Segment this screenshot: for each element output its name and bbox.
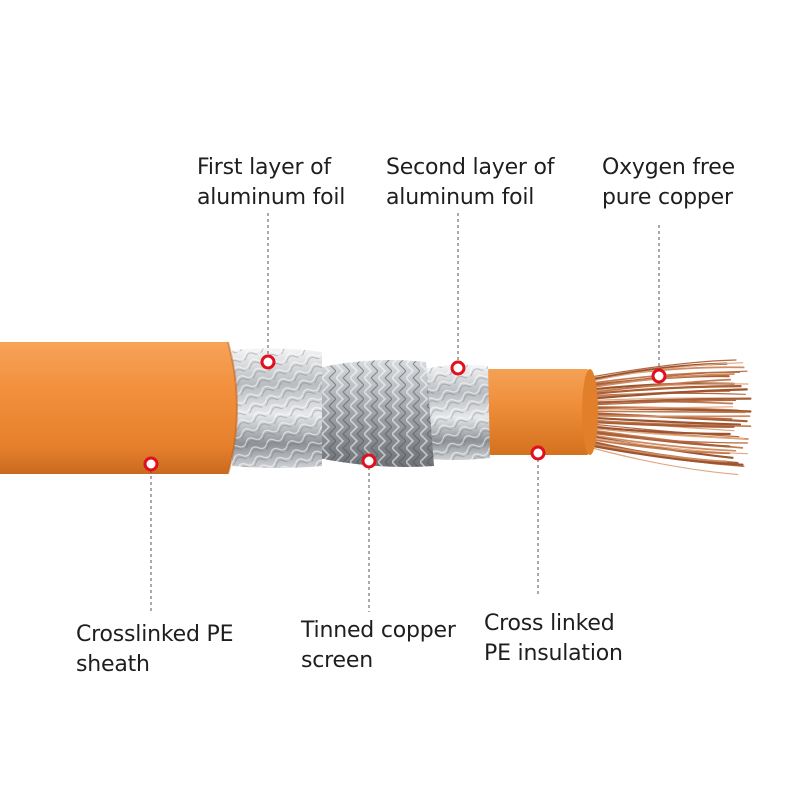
marker-sheath — [143, 456, 159, 472]
copper-strand — [583, 397, 752, 405]
pe-insulation — [486, 369, 590, 455]
marker-insulation — [530, 445, 546, 461]
copper-strand — [584, 406, 733, 411]
copper-strand — [583, 425, 731, 436]
copper-strand — [583, 420, 735, 428]
copper-conductor — [583, 359, 752, 476]
label-line: Second layer of — [386, 155, 555, 180]
label-line: aluminum foil — [386, 185, 535, 210]
copper-strand — [584, 362, 744, 384]
label-copper-core: Oxygen free pure copper — [602, 153, 735, 213]
label-line: screen — [301, 648, 373, 673]
label-line: PE insulation — [484, 641, 623, 666]
label-line: sheath — [76, 652, 150, 677]
crosslinked-pe-sheath — [0, 342, 237, 474]
marker-first-foil — [260, 354, 276, 370]
copper-strand — [584, 442, 728, 463]
copper-strand — [584, 414, 751, 418]
label-line: Oxygen free — [602, 155, 735, 180]
label-line: Crosslinked PE — [76, 622, 234, 647]
label-line: Cross linked — [484, 611, 615, 636]
marker-screen — [361, 453, 377, 469]
label-line: Tinned copper — [301, 618, 456, 643]
label-insulation: Cross linked PE insulation — [484, 609, 623, 669]
label-second-foil: Second layer of aluminum foil — [386, 153, 555, 213]
marker-second-foil — [450, 360, 466, 376]
label-sheath: Crosslinked PE sheath — [76, 620, 233, 680]
label-first-foil: First layer of aluminum foil — [197, 153, 345, 213]
label-line: pure copper — [602, 185, 733, 210]
copper-strand — [584, 427, 745, 440]
copper-strand — [583, 416, 742, 426]
copper-strand — [584, 399, 737, 406]
copper-strand — [583, 429, 731, 448]
copper-strand — [584, 359, 737, 379]
label-line: aluminum foil — [197, 185, 346, 210]
copper-strand — [583, 407, 752, 413]
marker-copper — [651, 368, 667, 384]
copper-strand — [583, 443, 744, 466]
label-screen: Tinned copper screen — [301, 616, 456, 676]
copper-strand — [583, 388, 748, 401]
copper-strand — [584, 433, 737, 452]
copper-strand — [584, 445, 739, 476]
copper-strand — [584, 410, 746, 414]
copper-strand — [584, 431, 748, 444]
label-line: First layer of — [197, 155, 331, 180]
copper-strand — [584, 436, 749, 455]
copper-strand — [584, 378, 732, 394]
pe-insulation-end — [582, 369, 598, 455]
copper-strand — [584, 370, 748, 388]
copper-strand — [584, 383, 749, 393]
copper-strand — [584, 437, 731, 455]
copper-strand — [583, 385, 742, 396]
